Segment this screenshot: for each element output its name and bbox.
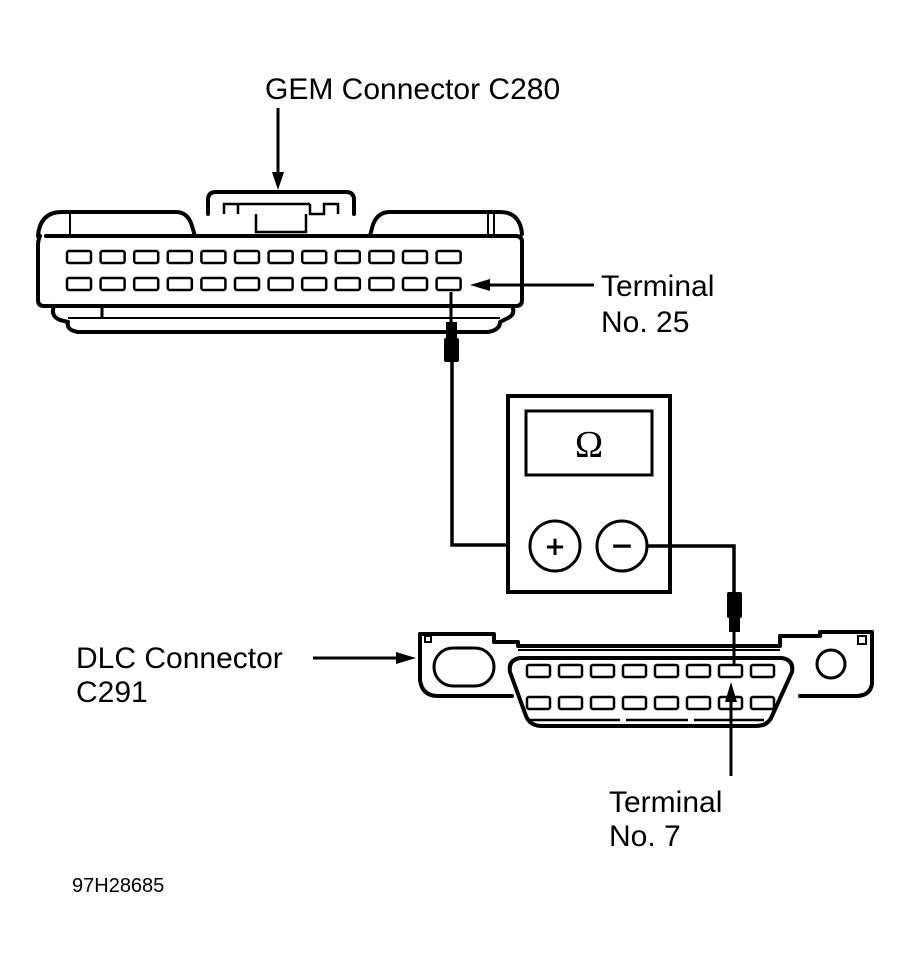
connector-pin [300, 249, 328, 265]
terminal-25-label-line2: No. 25 [601, 306, 689, 339]
gem-connector [36, 190, 524, 334]
gem-label-arrow [272, 108, 284, 190]
connector-pin [233, 249, 261, 265]
connector-pin [749, 695, 776, 711]
dlc-mount-hole [815, 648, 847, 680]
positive-jack [528, 519, 582, 573]
meter-display [524, 409, 654, 477]
connector-pin [435, 249, 462, 265]
connector-pin [717, 663, 744, 679]
connector-pin [233, 276, 261, 292]
connector-pin [749, 663, 776, 679]
connector-pin [685, 695, 712, 711]
dlc-pin-grid [525, 663, 776, 711]
connector-pin [401, 249, 429, 265]
connector-pin [99, 249, 126, 265]
dlc-connector [418, 630, 874, 728]
connector-pin [557, 695, 584, 711]
connector-pin [267, 249, 294, 265]
positive-lead-wire [450, 362, 520, 547]
dlc-connector-label-line2: C291 [76, 676, 148, 709]
connector-pin [99, 276, 126, 292]
connector-pin [200, 249, 227, 265]
multimeter: Ω + − [506, 394, 672, 594]
connector-pin [65, 276, 93, 292]
connector-pin [200, 276, 227, 292]
connector-pin [401, 276, 429, 292]
negative-lead-wire [647, 544, 736, 592]
connector-pin [435, 276, 462, 292]
connector-pin [557, 663, 584, 679]
connector-pin [267, 276, 294, 292]
connector-pin [300, 276, 328, 292]
positive-jack-symbol: + [544, 532, 566, 562]
connector-pin [166, 249, 194, 265]
gem-connector-label: GEM Connector C280 [265, 73, 560, 106]
gem-pin-grid [65, 249, 462, 292]
dlc-mount-slot [432, 646, 496, 688]
ohm-symbol: Ω [575, 424, 603, 466]
positive-probe [444, 292, 459, 362]
connector-pin [132, 249, 160, 265]
connector-pin [621, 663, 648, 679]
connector-pin [65, 249, 93, 265]
connector-pin [368, 276, 395, 292]
connector-pin [589, 695, 616, 711]
terminal-7-label-line2: No. 7 [609, 820, 681, 853]
connector-pin [525, 695, 552, 711]
connector-pin [334, 276, 362, 292]
terminal-25-arrow [470, 279, 594, 291]
connector-pin [525, 663, 552, 679]
dlc-label-arrow [313, 652, 416, 664]
connector-pin [653, 663, 680, 679]
connector-pin [653, 695, 680, 711]
figure-code: 97H28685 [72, 875, 164, 897]
connector-pin [589, 663, 616, 679]
connector-pin [166, 276, 194, 292]
connector-pin [334, 249, 362, 265]
connector-pin [132, 276, 160, 292]
connector-pin [621, 695, 648, 711]
connector-pin [685, 663, 712, 679]
dlc-connector-label-line1: DLC Connector [76, 642, 283, 675]
terminal-7-arrow [725, 682, 737, 776]
terminal-25-label-line1: Terminal [601, 270, 714, 303]
terminal-7-label-line1: Terminal [609, 786, 722, 819]
negative-jack-symbol: − [610, 529, 633, 562]
connector-pin [368, 249, 395, 265]
